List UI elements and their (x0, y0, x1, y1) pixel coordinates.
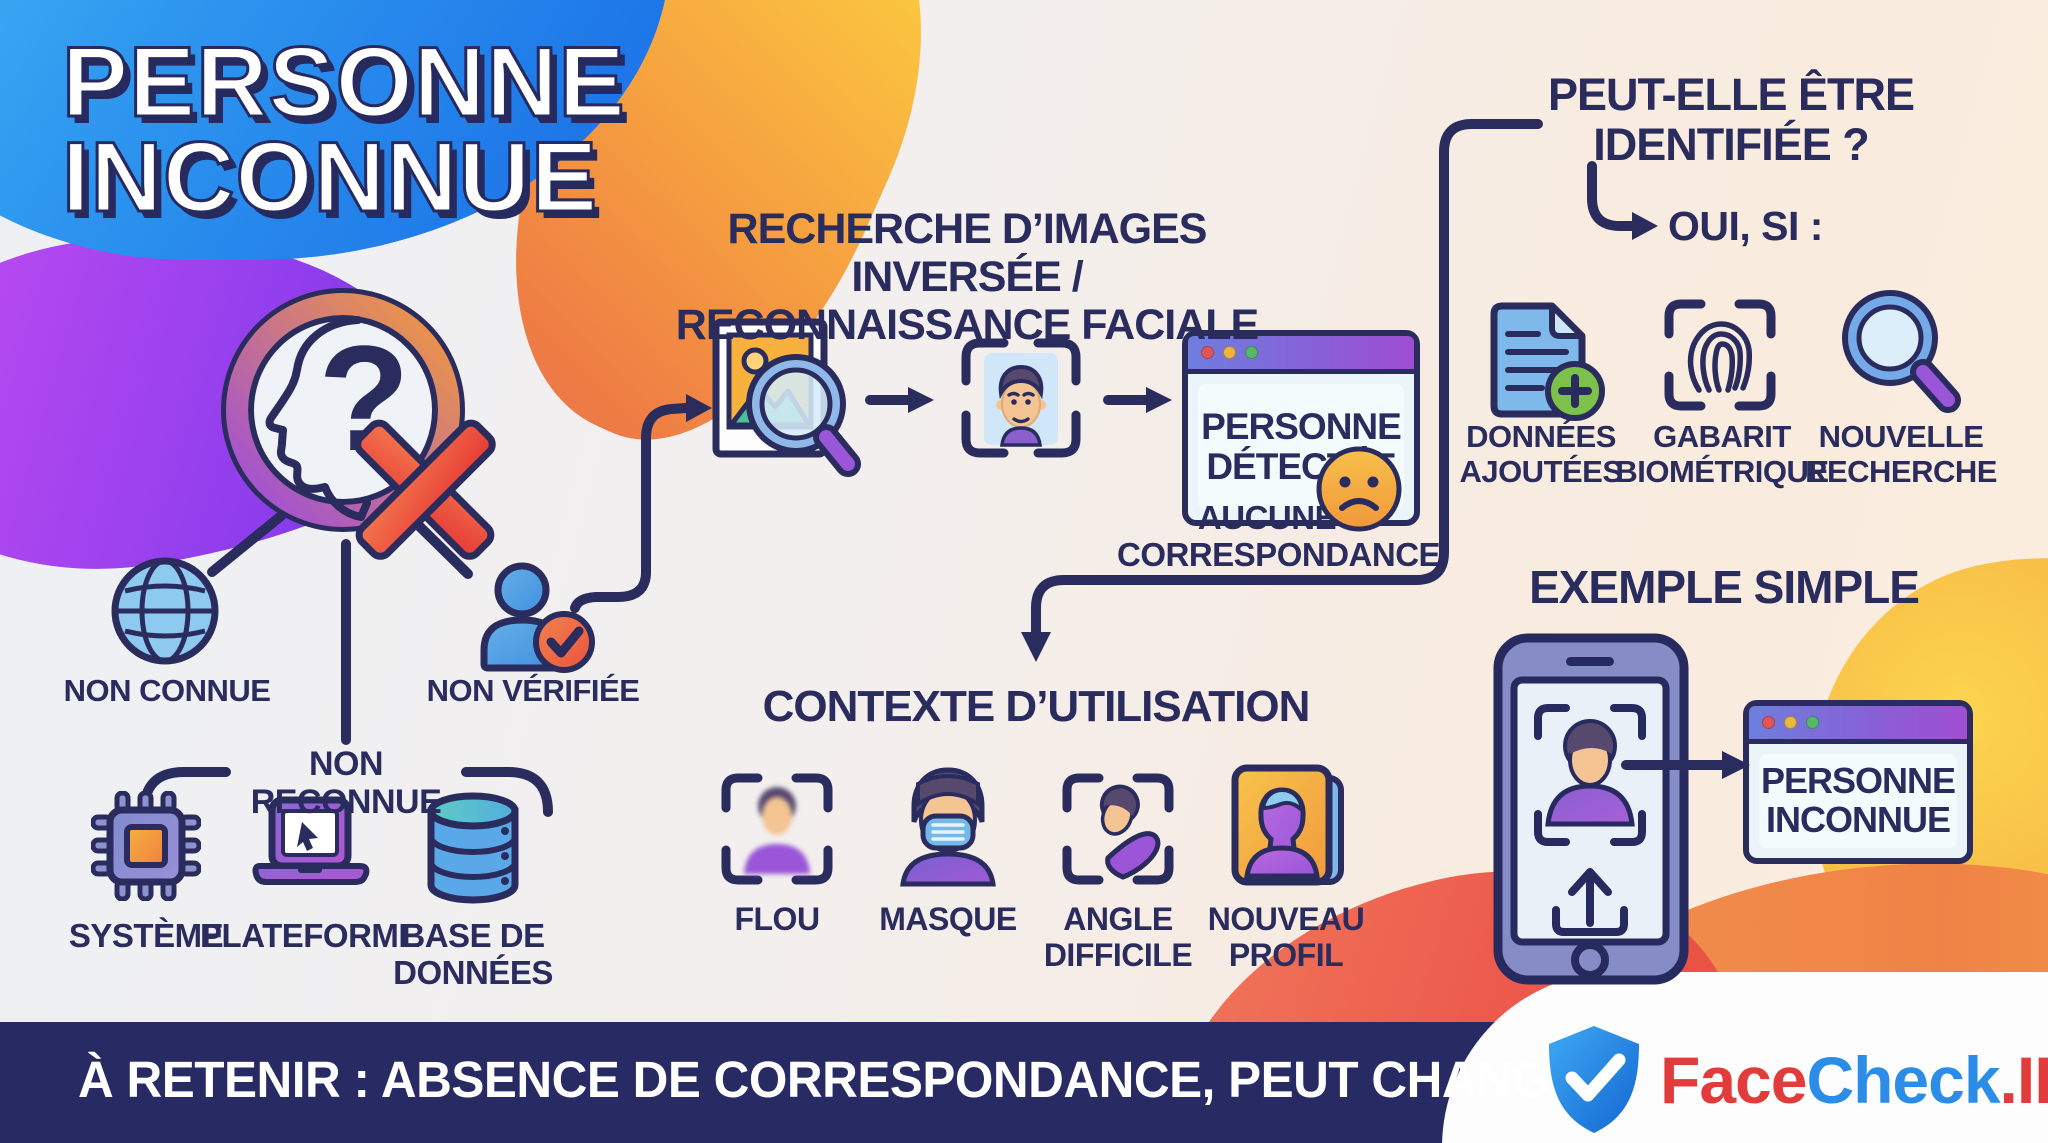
label-plateforme: PLATEFORME (200, 917, 420, 954)
label-nouveau-profil: NOUVEAU PROFIL (1206, 901, 1366, 974)
label-angle-difficile: ANGLE DIFFICILE (1038, 901, 1198, 974)
bracket-right (461, 767, 553, 817)
unverified-person-icon (480, 562, 595, 673)
flou-line1: FLOU (734, 901, 820, 937)
shield-check-icon (1549, 1026, 1639, 1133)
unknown-window-text: PERSONNE INCONNUE (1759, 754, 1957, 848)
unknown-line2: INCONNUE (1765, 799, 1951, 840)
label-systeme: SYSTÈME (68, 917, 224, 954)
arrowhead-context (1021, 632, 1051, 662)
identify-section-title: PEUT-ELLE ÊTRE IDENTIFIÉE ? (1531, 69, 1931, 171)
angle-line2: DIFFICILE (1043, 936, 1193, 973)
identify-title-line2: IDENTIFIÉE ? (1593, 119, 1870, 171)
arrowhead1 (908, 387, 934, 413)
label-non-verifiee: NON VÉRIFIÉE (426, 673, 640, 708)
identify-title-line1: PEUT-ELLE ÊTRE (1547, 69, 1915, 120)
angle-person-icon (1062, 773, 1174, 885)
line-head-to-globe (207, 511, 286, 577)
laptop-icon (252, 796, 370, 885)
page-title-line2: INCONNUE (61, 121, 599, 233)
brand-check: Check (1806, 1043, 2000, 1117)
oui-elbow (1587, 161, 1637, 231)
profil-line1: NOUVEAU (1207, 901, 1365, 937)
page-title-line1: PERSONNE (61, 26, 627, 137)
detected-line1: PERSONNE (1201, 406, 1402, 448)
head-profile-outline (265, 316, 371, 521)
data-added-icon (1490, 302, 1605, 421)
example-section-title: EXEMPLE SIMPLE (1529, 561, 1920, 613)
flow-title-line1: RECHERCHE D’IMAGES INVERSÉE / (727, 205, 1208, 302)
label-non-reconnue: NON RECONNUE (250, 745, 442, 822)
fingerprint-icon (1664, 299, 1776, 411)
phone-to-window-arrow (1621, 751, 1750, 779)
curve-to-flow (570, 403, 691, 613)
logo-background-shape (1442, 972, 2048, 1143)
big-connector (1031, 119, 1543, 637)
phone-icon (1493, 633, 1689, 985)
label-masque: MASQUE (868, 901, 1028, 938)
angle-line1: ANGLE (1063, 901, 1173, 937)
sad-face-icon (1316, 446, 1402, 532)
window-dot-yellow (1784, 716, 1797, 729)
unknown-line1: PERSONNE (1760, 760, 1956, 802)
arrowhead2 (1146, 387, 1172, 413)
label-donnees-ajoutees: DONNÉES AJOUTÉES (1441, 419, 1641, 489)
nouvelle-line2: RECHERCHE (1805, 453, 1997, 489)
donnees-line2: AJOUTÉES (1459, 453, 1623, 489)
brand-face: Face (1660, 1043, 1807, 1117)
profil-line2: PROFIL (1228, 936, 1344, 973)
unknown-head-icon: ? (221, 288, 496, 560)
label-base-line1: BASE DE (401, 917, 545, 954)
label-gabarit-biometrique: GABARIT BIOMÉTRIQUE (1600, 419, 1844, 489)
label-nouvelle-recherche: NOUVELLE RECHERCHE (1791, 419, 2011, 489)
no-match-line2: CORRESPONDANCE (1117, 535, 1441, 573)
line-head-to-person (408, 515, 473, 579)
face-scan-icon (961, 338, 1081, 458)
gabarit-line2: BIOMÉTRIQUE (1615, 453, 1829, 489)
brand-wordmark: FaceCheck.ID (1660, 1042, 2048, 1118)
page-title: PERSONNE INCONNUE (61, 26, 627, 233)
blur-person-icon (721, 773, 833, 885)
window-dot-yellow (1223, 346, 1236, 359)
gabarit-line1: GABARIT (1653, 419, 1791, 454)
red-x-icon (354, 419, 496, 560)
label-base-de-donnees: BASE DE DONNÉES (353, 917, 593, 992)
globe-icon (111, 557, 219, 665)
flow-section-title: RECHERCHE D’IMAGES INVERSÉE / RECONNAISS… (667, 205, 1267, 349)
reverse-image-search-icon (712, 318, 861, 477)
footer-bar (0, 1022, 1560, 1143)
context-section-title: CONTEXTE D’UTILISATION (762, 682, 1311, 731)
window-dot-red (1201, 346, 1214, 359)
arrowhead-into-flow (686, 394, 712, 422)
window-dot-green (1806, 716, 1819, 729)
unknown-window-titlebar (1749, 706, 1967, 744)
donnees-line1: DONNÉES (1466, 419, 1616, 454)
label-flou: FLOU (697, 901, 857, 938)
masque-line1: MASQUE (879, 901, 1017, 937)
unknown-window: PERSONNE INCONNUE (1743, 700, 1973, 864)
footer-takeaway-text: À RETENIR : ABSENCE DE CORRESPONDANCE, P… (78, 1051, 1619, 1108)
new-profile-icon (1231, 764, 1344, 886)
nouvelle-line1: NOUVELLE (1818, 419, 1984, 454)
new-search-icon (1842, 290, 1961, 413)
detected-window-titlebar (1188, 336, 1414, 374)
window-dot-green (1245, 346, 1258, 359)
window-dot-red (1762, 716, 1775, 729)
label-no-match: AUCUNE CORRESPONDANCE (1117, 499, 1441, 574)
label-non-connue: NON CONNUE (63, 673, 271, 708)
database-icon (427, 792, 519, 904)
chip-icon (91, 791, 201, 901)
arrowhead-oui (1632, 212, 1658, 240)
no-match-line1: AUCUNE (1197, 499, 1337, 536)
label-oui-si: OUI, SI : (1668, 203, 1823, 249)
label-base-line2: DONNÉES (393, 953, 553, 991)
masked-person-icon (900, 767, 996, 887)
flow-title-line2: RECONNAISSANCE FACIALE (675, 301, 1259, 350)
brand-id: .ID (1999, 1043, 2048, 1117)
